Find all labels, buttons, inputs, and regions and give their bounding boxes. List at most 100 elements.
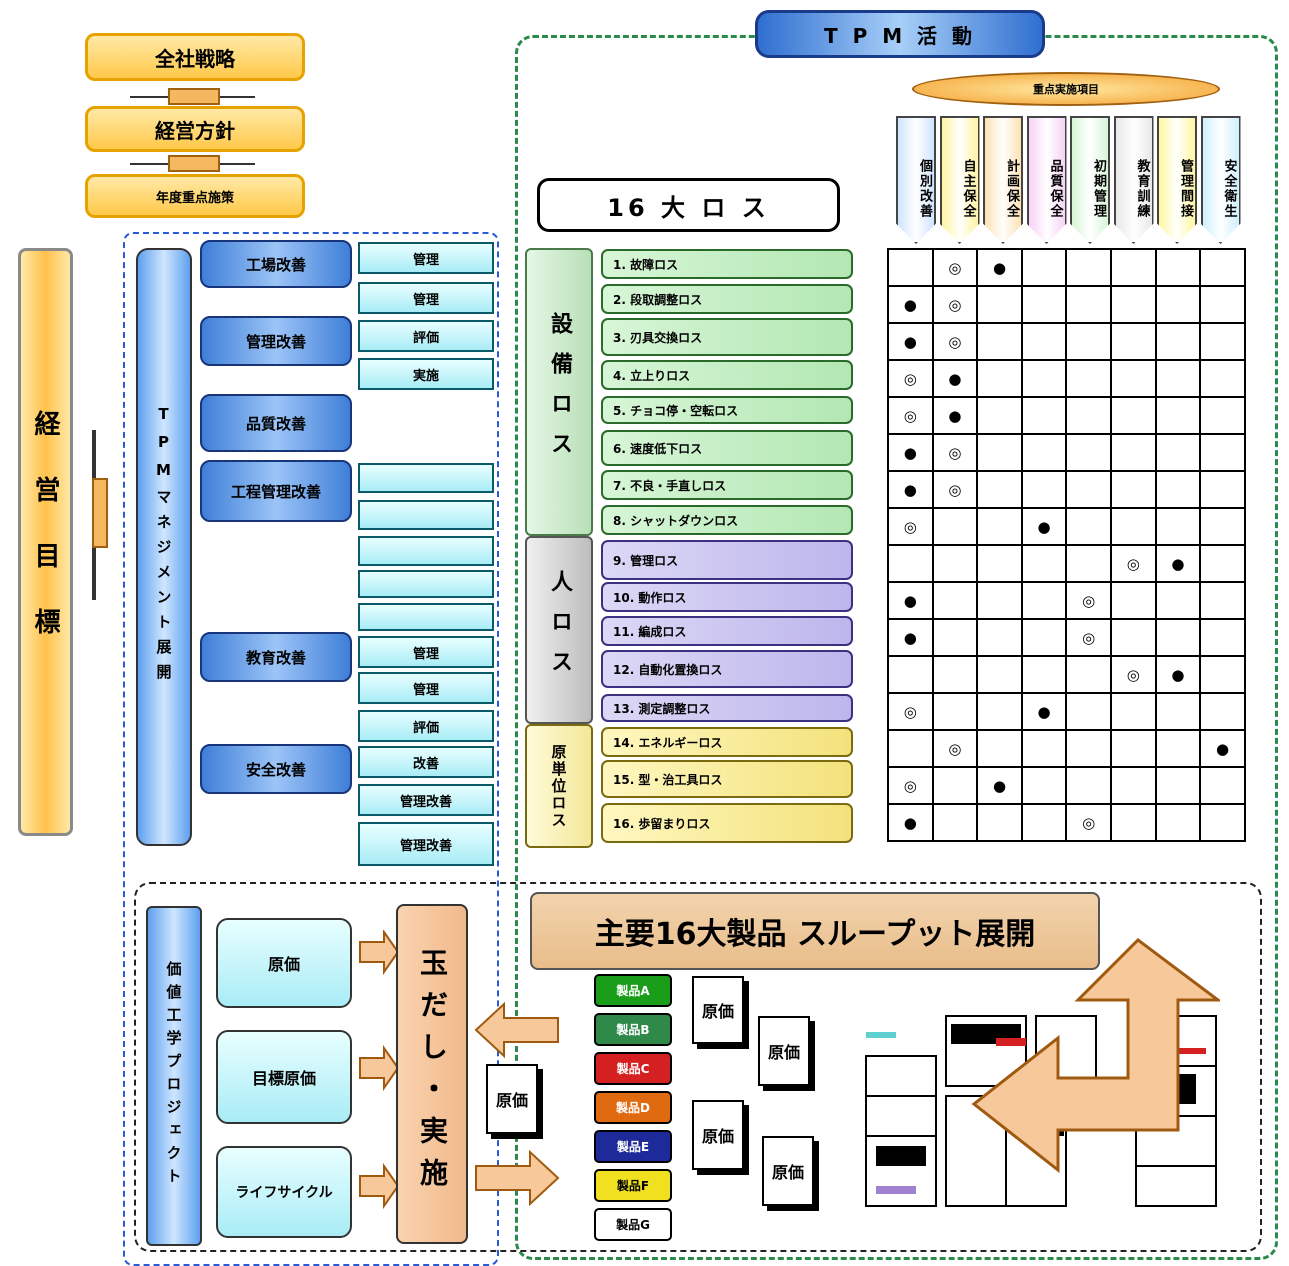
tpm-title: T P M 活 動 xyxy=(755,10,1045,58)
sub-item: 改善 xyxy=(358,746,494,778)
product-label: 製品B xyxy=(594,1013,672,1046)
matrix-cell xyxy=(976,359,1023,398)
matrix-cell xyxy=(931,544,979,583)
project-box-3: ライフサイクル xyxy=(216,1146,352,1238)
matrix-cell xyxy=(931,692,979,731)
matrix-cell: ● xyxy=(1020,692,1068,731)
document-icon: 原価 xyxy=(758,1016,810,1086)
matrix-cell xyxy=(887,544,934,583)
loss-item: 12. 自動化置換ロス xyxy=(601,650,853,688)
matrix-cell: ◎ xyxy=(887,359,934,398)
matrix-cell xyxy=(1110,692,1157,731)
matrix-cell: ◎ xyxy=(887,507,934,546)
matrix-cell xyxy=(1154,581,1202,620)
matrix-cell: ● xyxy=(887,803,934,842)
matrix-cell xyxy=(1154,766,1202,805)
matrix-cell: ● xyxy=(1199,729,1246,768)
matrix-cell xyxy=(1199,433,1246,472)
matrix-cell: ◎ xyxy=(1110,655,1157,694)
matrix-cell xyxy=(1199,581,1246,620)
matrix-cell xyxy=(1020,803,1068,842)
stack-box-3: 年度重点施策 xyxy=(85,174,305,218)
matrix-cell xyxy=(1020,322,1068,361)
matrix-cell: ● xyxy=(887,581,934,620)
product-label: 製品G xyxy=(594,1208,672,1241)
matrix-cell xyxy=(976,581,1023,620)
management-goal: 経営目標 xyxy=(18,248,73,836)
matrix-cell xyxy=(1020,544,1068,583)
matrix-cell xyxy=(976,322,1023,361)
matrix-col-header: 管理間接 xyxy=(1157,116,1197,244)
matrix-cell: ◎ xyxy=(931,322,979,361)
matrix-cell: ● xyxy=(887,322,934,361)
arrow-left-icon xyxy=(474,1001,559,1059)
matrix-cell xyxy=(931,581,979,620)
loss-group-unit: 原単位ロス xyxy=(525,724,593,848)
matrix-cell xyxy=(1199,692,1246,731)
matrix-cell xyxy=(1110,433,1157,472)
matrix-cell xyxy=(1110,248,1157,287)
matrix-cell: ◎ xyxy=(931,285,979,324)
document-icon: 原価 xyxy=(486,1064,538,1134)
matrix-cell: ◎ xyxy=(887,766,934,805)
sub-item xyxy=(358,536,494,566)
document-icon: 原価 xyxy=(762,1136,814,1206)
matrix-cell xyxy=(1020,359,1068,398)
matrix-cell xyxy=(1199,285,1246,324)
matrix-cell xyxy=(887,729,934,768)
arrow-icons-right xyxy=(359,930,400,1210)
matrix-cell xyxy=(1020,248,1068,287)
loss-item: 13. 測定調整ロス xyxy=(601,694,853,722)
matrix-cell xyxy=(1110,359,1157,398)
matrix-cell xyxy=(976,433,1023,472)
matrix-cell xyxy=(931,803,979,842)
project-column: 価値工学プロジェクト xyxy=(146,906,202,1246)
matrix-cell xyxy=(1199,359,1246,398)
matrix-cell xyxy=(1020,433,1068,472)
matrix-cell xyxy=(976,285,1023,324)
matrix-cell xyxy=(1020,618,1068,657)
sub-item: 評価 xyxy=(358,320,494,352)
pillar-5: 教育改善 xyxy=(200,632,352,682)
matrix-cell xyxy=(976,618,1023,657)
matrix-cell xyxy=(931,507,979,546)
matrix-col-header: 品質保全 xyxy=(1026,116,1067,244)
matrix-cell: ◎ xyxy=(1110,544,1157,583)
matrix-cell xyxy=(976,655,1023,694)
matrix-cell xyxy=(976,507,1023,546)
matrix-cell: ● xyxy=(1154,544,1202,583)
matrix-cell xyxy=(1065,470,1112,509)
pillar-6: 安全改善 xyxy=(200,744,352,794)
matrix-col-header: 計画保全 xyxy=(983,116,1023,244)
matrix-cell: ◎ xyxy=(931,248,979,287)
loss-item: 1. 故障ロス xyxy=(601,249,853,279)
matrix-cell xyxy=(1110,507,1157,546)
matrix-cell xyxy=(1199,507,1246,546)
matrix-cell xyxy=(1065,544,1112,583)
matrix-cell: ◎ xyxy=(931,729,979,768)
extraction-box: 玉だし・実施 xyxy=(396,904,468,1244)
loss-item: 10. 動作ロス xyxy=(601,582,853,612)
matrix-cell xyxy=(1065,285,1112,324)
matrix-cell xyxy=(1020,396,1068,435)
matrix-col-header: 初期管理 xyxy=(1070,116,1110,244)
matrix-cell xyxy=(887,655,934,694)
management-frame xyxy=(123,232,499,1266)
project-frame xyxy=(134,882,1262,1252)
matrix-cell: ● xyxy=(1020,507,1068,546)
matrix-cell: ● xyxy=(887,285,934,324)
matrix-cell xyxy=(1065,433,1112,472)
matrix-cell: ● xyxy=(887,433,934,472)
matrix-cell: ● xyxy=(1154,655,1202,694)
bracket-arrow-head xyxy=(92,478,108,548)
sub-item: 管理 xyxy=(358,282,494,314)
matrix-cell xyxy=(1199,396,1246,435)
matrix-cell: ● xyxy=(976,248,1023,287)
matrix-col-header: 個別改善 xyxy=(896,116,936,244)
cost-banner: 主要16大製品 スループット展開 xyxy=(530,892,1100,970)
matrix-cell: ◎ xyxy=(931,433,979,472)
matrix-cell xyxy=(1110,322,1157,361)
sub-item: 管理 xyxy=(358,242,494,274)
matrix-cell xyxy=(1065,692,1112,731)
matrix-cell xyxy=(931,618,979,657)
